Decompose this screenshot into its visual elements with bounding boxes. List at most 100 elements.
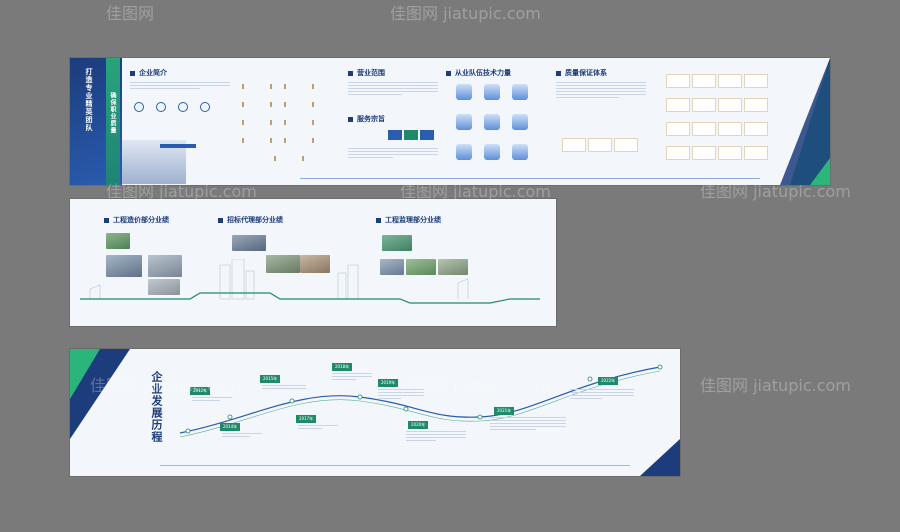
- section-title-service: 服务宗旨: [357, 115, 385, 123]
- event-text: [332, 371, 372, 382]
- panel-history: 企业发展历程 2012年 2014年 2015年 2017年 2018年 201…: [70, 349, 680, 476]
- laurel-icon: [284, 102, 314, 107]
- section-square-icon: [130, 70, 135, 76]
- project-photo: [382, 235, 412, 251]
- panel1-footer-line: [300, 178, 760, 179]
- project-photo: [438, 259, 468, 275]
- laurel-icon: [284, 138, 314, 143]
- year-badge-2017: 2017年: [296, 415, 317, 423]
- stat-badge: [512, 114, 528, 130]
- project-photo: [148, 255, 182, 277]
- history-title: 企业发展历程: [150, 371, 163, 443]
- section-square-icon: [556, 70, 561, 76]
- certificate-image: [692, 146, 716, 160]
- event-text: [490, 415, 566, 432]
- project-photo: [106, 233, 130, 249]
- business-scope-text: [348, 80, 438, 97]
- watermark: 佳图网 jiatupic.com: [700, 376, 851, 395]
- feature-icon: [134, 102, 144, 112]
- event-text: [192, 395, 232, 403]
- section-square-icon: [348, 116, 353, 122]
- stat-badge: [456, 84, 472, 100]
- history-left-decoration: [70, 349, 130, 439]
- event-text: [406, 429, 466, 443]
- quality-text: [556, 80, 646, 100]
- year-badge-2012: 2012年: [190, 387, 211, 395]
- year-badge-2020: 2020年: [408, 421, 429, 429]
- laurel-icon: [242, 102, 272, 107]
- section-title-tech-team: 从业队伍技术力量: [455, 69, 511, 77]
- project-photo: [148, 279, 180, 295]
- stat-badge: [512, 84, 528, 100]
- certificate-image: [666, 122, 690, 136]
- feature-icon: [178, 102, 188, 112]
- history-right-decoration: [640, 439, 680, 476]
- section-square-icon: [376, 217, 381, 223]
- certificate-image: [744, 74, 768, 88]
- quality-cert-row: [562, 138, 638, 162]
- certificate-image: [666, 98, 690, 112]
- year-badge-2015: 2015年: [260, 375, 281, 383]
- watermark: 佳图网 jiatupic.com: [390, 4, 541, 23]
- certificate-image: [718, 122, 742, 136]
- panel-company-intro: 打造专业精英团队 确保职业质量 企业简介 营业范围 服务宗旨: [70, 58, 830, 185]
- section-title-quality: 质量保证体系: [565, 69, 607, 77]
- watermark: 佳图网: [106, 4, 155, 23]
- certificate-image: [666, 146, 690, 160]
- section-title-cost: 工程造价部分业绩: [113, 216, 169, 224]
- timeline-curve: [179, 364, 663, 438]
- event-text: [570, 387, 634, 401]
- event-text: [262, 383, 306, 391]
- event-text: [298, 423, 338, 431]
- section-title-business-scope: 营业范围: [357, 69, 385, 77]
- project-photo: [300, 255, 330, 273]
- service-card: [420, 130, 434, 140]
- panel1-right-decoration: [780, 58, 830, 185]
- project-photo: [406, 259, 436, 275]
- section-title-bidding: 招标代理部分业绩: [227, 216, 283, 224]
- certificate-image: [744, 98, 768, 112]
- laurel-icon: [242, 138, 272, 143]
- intro-highlight-bar: [160, 144, 196, 148]
- vertical-slogan-left: 打造专业精英团队: [85, 68, 93, 132]
- section-title-intro: 企业简介: [139, 69, 167, 77]
- intro-text-lines: [130, 80, 230, 91]
- project-photo: [232, 235, 266, 251]
- project-photo: [106, 255, 142, 277]
- stat-badge: [456, 114, 472, 130]
- tech-stat-grid: [456, 84, 532, 164]
- laurel-icon: [284, 84, 314, 89]
- year-badge-2022: 2022年: [598, 377, 619, 385]
- stat-badge: [456, 144, 472, 160]
- laurel-icon: [274, 156, 304, 161]
- section-title-supervision: 工程监理部分业绩: [385, 216, 441, 224]
- certificate-image: [692, 74, 716, 88]
- certificate-image: [744, 122, 768, 136]
- certificate-image: [718, 146, 742, 160]
- certificate-image: [692, 98, 716, 112]
- certificate-image: [718, 98, 742, 112]
- intro-icon-row: [134, 102, 234, 118]
- section-square-icon: [348, 70, 353, 76]
- panel-performance: 工程造价部分业绩 招标代理部分业绩 工程监理部分业绩: [70, 199, 556, 326]
- honor-list: [238, 80, 328, 170]
- year-badge-2021: 2021年: [494, 407, 515, 415]
- intro-green-ribbon: [106, 58, 120, 185]
- event-text: [222, 431, 262, 439]
- laurel-icon: [242, 120, 272, 125]
- certificate-image: [562, 138, 586, 152]
- event-text: [378, 387, 424, 401]
- year-badge-2019: 2019年: [378, 379, 399, 387]
- laurel-icon: [284, 120, 314, 125]
- project-photo: [266, 255, 300, 273]
- stat-badge: [512, 144, 528, 160]
- history-footer-line: [160, 465, 630, 466]
- certificate-image: [692, 122, 716, 136]
- stat-badge: [484, 144, 500, 160]
- section-square-icon: [104, 217, 109, 223]
- certificate-image: [614, 138, 638, 152]
- service-card: [404, 130, 418, 140]
- year-badge-2018: 2018年: [332, 363, 353, 371]
- certificate-image: [588, 138, 612, 152]
- service-card: [388, 130, 402, 140]
